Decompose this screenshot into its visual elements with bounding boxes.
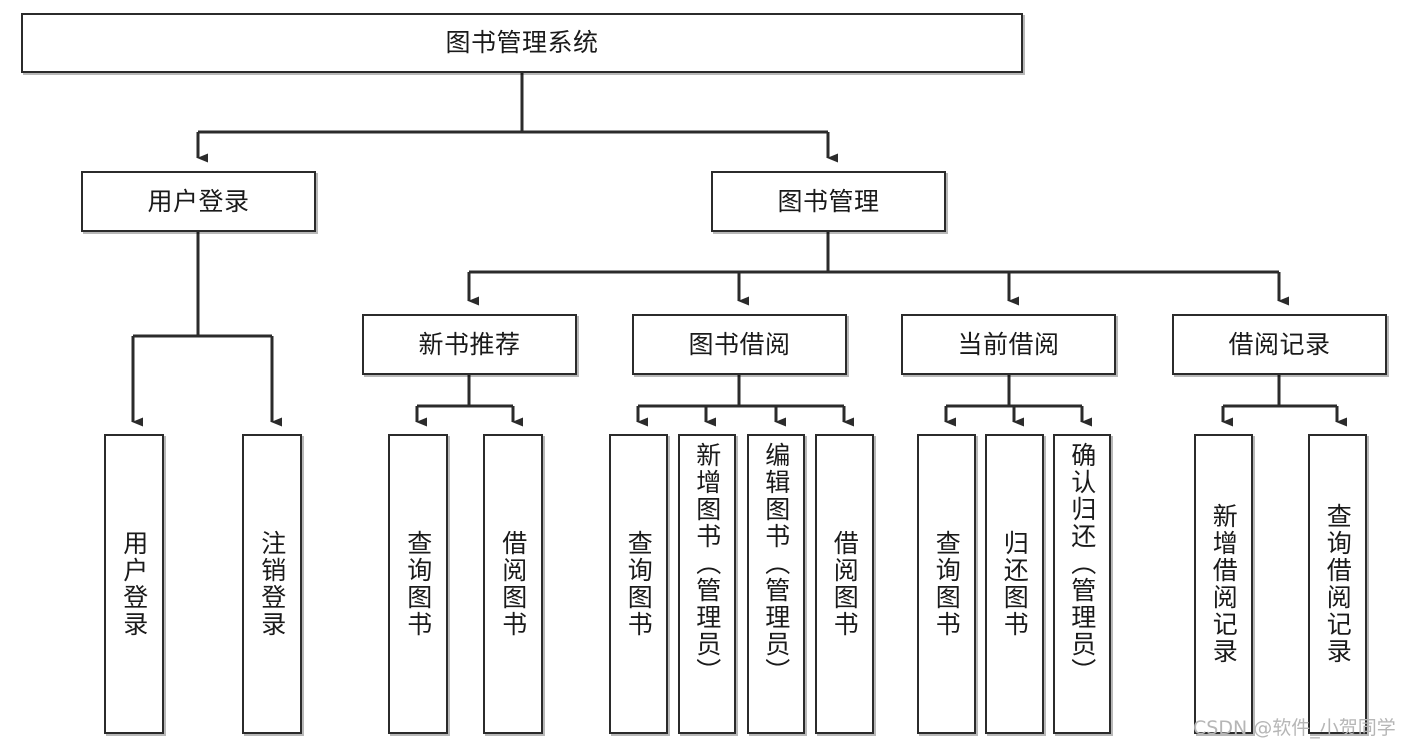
leaf-user-login-label: 用户登录 — [119, 530, 149, 638]
node-current-borrow-label: 当前借阅 — [957, 329, 1060, 359]
leaf-borrow-query-book-label: 查询图书 — [624, 530, 654, 638]
node-book-manage-label: 图书管理 — [777, 186, 880, 216]
leaf-cur-return-book[interactable]: 归还图书 — [985, 434, 1044, 734]
leaf-user-login[interactable]: 用户登录 — [104, 434, 164, 734]
leaf-cur-query-book-label: 查询图书 — [932, 530, 962, 638]
node-new-book-rec-label: 新书推荐 — [418, 329, 521, 359]
node-root[interactable]: 图书管理系统 — [21, 13, 1023, 73]
leaf-cur-return-book-label: 归还图书 — [1000, 530, 1030, 638]
leaf-borrow-borrow-book[interactable]: 借阅图书 — [815, 434, 874, 734]
watermark: CSDN @软件_小贺同学 — [1193, 717, 1396, 739]
node-root-label: 图书管理系统 — [445, 28, 599, 57]
leaf-borrow-add-book-label: 新增图书（管理员） — [692, 442, 722, 685]
leaf-borrow-edit-book-label: 编辑图书（管理员） — [761, 442, 791, 685]
node-borrow-record[interactable]: 借阅记录 — [1172, 314, 1387, 375]
leaf-borrow-add-book[interactable]: 新增图书（管理员） — [678, 434, 736, 734]
leaf-rec-query-record-label: 查询借阅记录 — [1323, 503, 1353, 665]
node-user-login[interactable]: 用户登录 — [81, 171, 316, 232]
node-book-borrow[interactable]: 图书借阅 — [632, 314, 847, 375]
leaf-rec-borrow-book-label: 借阅图书 — [498, 530, 528, 638]
leaf-cur-confirm-return[interactable]: 确认归还（管理员） — [1053, 434, 1111, 734]
node-borrow-record-label: 借阅记录 — [1228, 329, 1331, 359]
node-user-login-label: 用户登录 — [147, 186, 250, 216]
leaf-borrow-edit-book[interactable]: 编辑图书（管理员） — [747, 434, 805, 734]
leaf-user-logout[interactable]: 注销登录 — [242, 434, 302, 734]
leaf-borrow-borrow-book-label: 借阅图书 — [830, 530, 860, 638]
node-current-borrow[interactable]: 当前借阅 — [901, 314, 1116, 375]
leaf-rec-query-book-label: 查询图书 — [403, 530, 433, 638]
node-book-borrow-label: 图书借阅 — [688, 329, 791, 359]
leaf-user-logout-label: 注销登录 — [257, 530, 287, 638]
leaf-rec-add-record-label: 新增借阅记录 — [1209, 503, 1239, 665]
leaf-cur-query-book[interactable]: 查询图书 — [917, 434, 976, 734]
leaf-rec-query-book[interactable]: 查询图书 — [388, 434, 448, 734]
leaf-rec-query-record[interactable]: 查询借阅记录 — [1308, 434, 1367, 734]
leaf-borrow-query-book[interactable]: 查询图书 — [609, 434, 668, 734]
leaf-rec-borrow-book[interactable]: 借阅图书 — [483, 434, 543, 734]
node-new-book-rec[interactable]: 新书推荐 — [362, 314, 577, 375]
leaf-rec-add-record[interactable]: 新增借阅记录 — [1194, 434, 1253, 734]
leaf-cur-confirm-return-label: 确认归还（管理员） — [1067, 442, 1097, 685]
node-book-manage[interactable]: 图书管理 — [711, 171, 946, 232]
